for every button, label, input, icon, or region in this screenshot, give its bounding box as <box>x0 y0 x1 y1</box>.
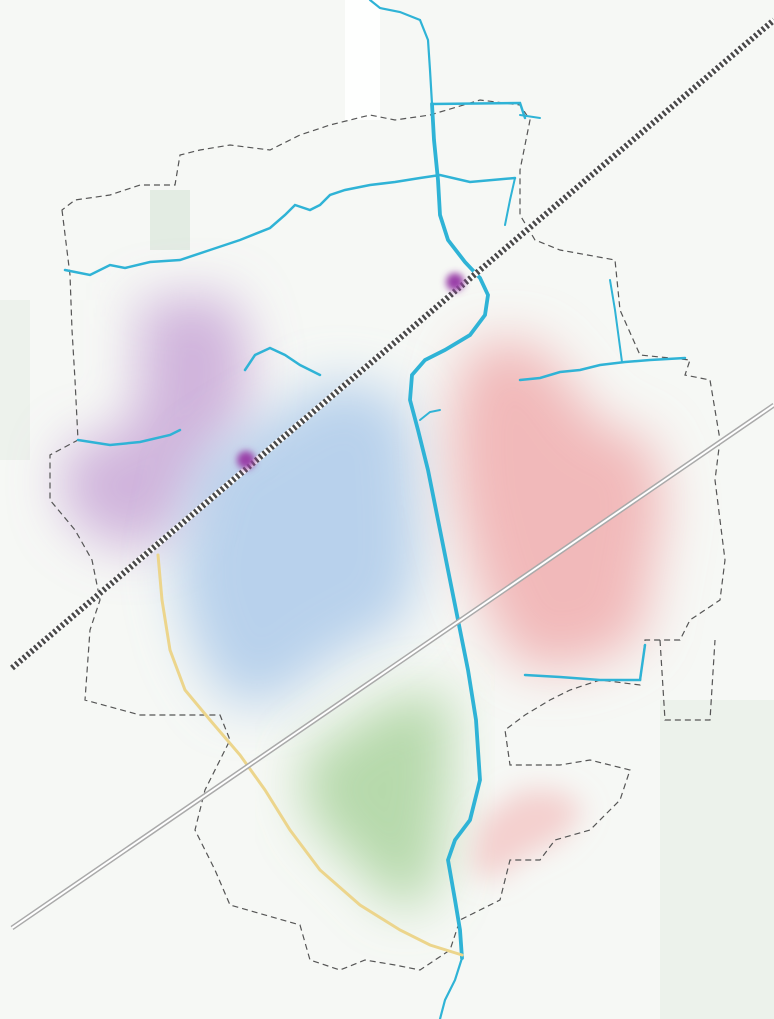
canal-southeast <box>523 643 647 682</box>
blue-zone <box>175 380 420 705</box>
waterways-layer <box>63 101 687 682</box>
canal-inlet <box>419 409 441 421</box>
main-river-upper <box>368 0 434 106</box>
nodes-layer <box>237 273 464 469</box>
canal-north <box>63 173 517 277</box>
canal-top-branch <box>519 114 541 119</box>
main-river <box>408 102 490 960</box>
railway <box>10 17 774 671</box>
canal-mid-west <box>243 346 322 377</box>
canal-top <box>430 101 527 120</box>
canal-northeast <box>504 177 516 226</box>
ring-road <box>156 553 464 957</box>
station-node-east <box>446 273 464 291</box>
canal-west <box>76 428 182 447</box>
main-river-lower <box>438 956 464 1019</box>
station-node-west <box>237 451 255 469</box>
canal-east <box>518 356 687 382</box>
highway <box>10 402 774 931</box>
pink-zone <box>470 790 585 880</box>
highway-inner <box>11 404 774 929</box>
district-boundary <box>49 99 726 971</box>
canal-east-vertical <box>609 279 623 363</box>
railway-ties <box>10 17 774 671</box>
green-zone <box>300 690 450 910</box>
purple-zone <box>60 295 250 550</box>
district-boundary-annex <box>659 639 716 721</box>
